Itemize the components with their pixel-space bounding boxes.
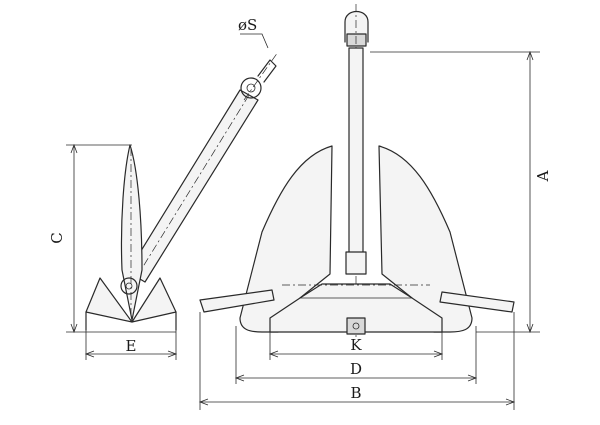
label-e: E	[126, 337, 137, 355]
dim-b-arrow-left	[198, 398, 209, 406]
front-keel-bolt-hole	[352, 322, 360, 330]
dim-s-leader	[240, 33, 269, 49]
side-shank	[127, 89, 259, 283]
dim-e-arrow-left	[84, 350, 95, 358]
label-c: C	[48, 232, 66, 243]
dimension-labels: øS A C E K D B	[48, 16, 552, 402]
side-fluke	[120, 144, 143, 321]
label-d: D	[350, 360, 362, 378]
dim-c-arrow-top	[70, 143, 78, 154]
front-shackle-pin-block	[346, 33, 367, 47]
dim-d-arrow-left	[234, 374, 245, 382]
dim-c-arrow-bottom	[70, 323, 78, 334]
dim-k-arrow-left	[268, 350, 279, 358]
front-left-stabilizer	[199, 289, 275, 313]
front-shank	[348, 47, 364, 269]
side-left-fin	[85, 277, 133, 323]
label-b: B	[350, 384, 361, 402]
front-right-fluke	[378, 145, 473, 333]
dim-k-arrow-right	[433, 350, 444, 358]
dim-a-arrow-top	[526, 50, 534, 61]
dim-d-arrow-right	[467, 374, 478, 382]
label-k: K	[350, 336, 362, 354]
side-shank-centerline	[135, 94, 250, 279]
dimension-lines	[66, 33, 540, 410]
side-view-anchor	[85, 51, 279, 331]
side-shackle-pin	[246, 83, 256, 93]
dim-b-arrow-right	[505, 398, 516, 406]
side-eye-centerline	[243, 51, 279, 101]
side-shackle-tip	[257, 59, 277, 83]
side-shackle-eye	[240, 77, 262, 99]
side-crown-pin	[125, 282, 133, 290]
label-s: øS	[238, 16, 257, 34]
front-right-stabilizer	[439, 291, 515, 313]
side-right-fin	[131, 277, 177, 323]
label-a: A	[534, 170, 552, 182]
front-left-fluke	[239, 145, 333, 333]
front-keel-bolt	[346, 317, 366, 335]
dim-e-arrow-right	[167, 350, 178, 358]
dim-a-arrow-bottom	[526, 323, 534, 334]
front-view-anchor	[199, 4, 515, 340]
side-crown-pivot	[120, 277, 138, 295]
front-crown-block	[345, 251, 367, 275]
